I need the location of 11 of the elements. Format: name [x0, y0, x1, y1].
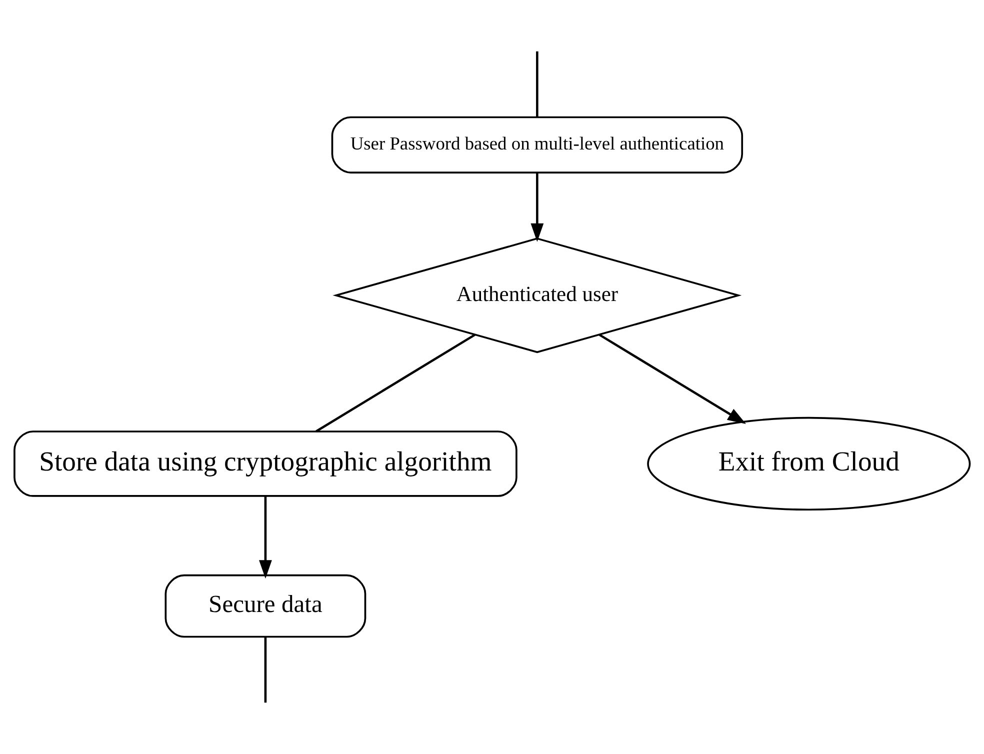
node-ellipse: Exit from Cloud — [647, 416, 971, 511]
node-box: Secure data — [164, 574, 366, 638]
node-diamond: Authenticated user — [332, 238, 742, 354]
node-box: Store data using cryptographic algorithm — [14, 430, 518, 497]
node-box: User Password based on multi-level authentication — [331, 116, 744, 174]
arrow — [259, 496, 272, 579]
arrow — [530, 172, 544, 242]
arrow — [598, 334, 746, 424]
connector — [264, 637, 267, 703]
connector — [316, 334, 476, 432]
connector — [536, 51, 538, 117]
